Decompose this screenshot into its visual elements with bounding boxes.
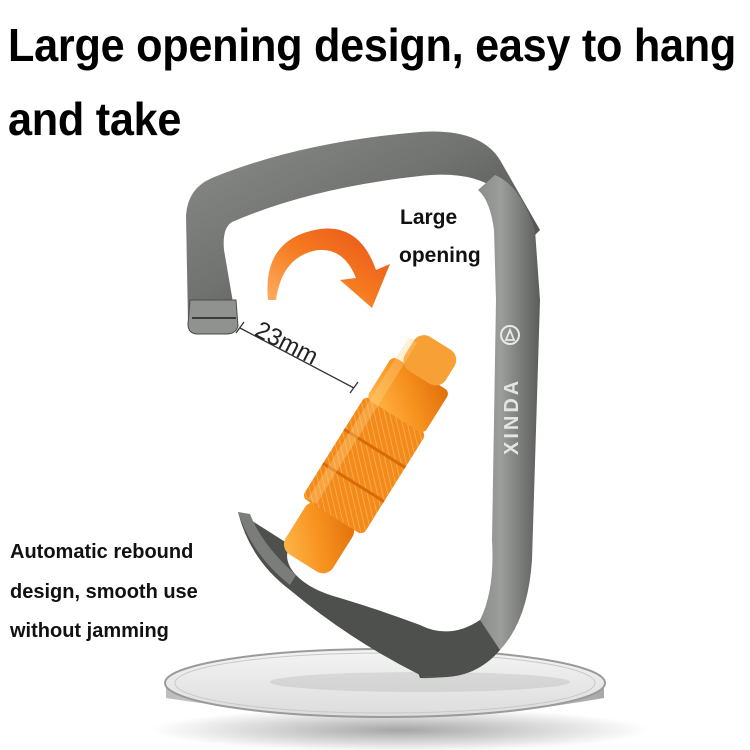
brand-text: XINDA bbox=[501, 378, 523, 455]
headline-line-2: and take bbox=[8, 93, 182, 145]
rebound-text-3: without jamming bbox=[10, 620, 169, 642]
twist-lock-gate bbox=[283, 335, 457, 574]
rotate-arrow-icon bbox=[267, 228, 390, 308]
brand-logo-icon bbox=[500, 325, 520, 345]
large-opening-label-2: opening bbox=[399, 244, 481, 267]
large-opening-label-1: Large bbox=[400, 206, 458, 229]
display-stand bbox=[150, 648, 650, 750]
rebound-text-1: Automatic rebound bbox=[10, 541, 194, 563]
carabiner-body bbox=[186, 131, 540, 679]
dimension-line bbox=[235, 321, 359, 394]
headline-line-1: Large opening design, easy to hang bbox=[8, 19, 737, 71]
rebound-text-2: design, smooth use bbox=[10, 581, 198, 603]
